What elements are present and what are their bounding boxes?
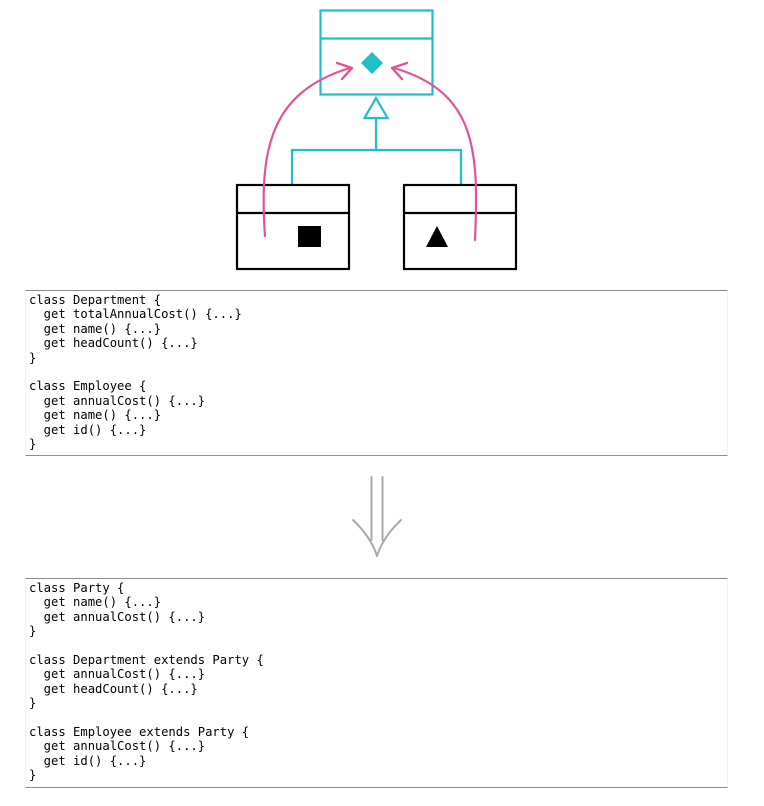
code-before: class Department { get totalAnnualCost()… [25, 290, 728, 456]
code-line [29, 711, 727, 725]
superclass-box [319, 9, 434, 96]
diamond-icon [361, 52, 383, 74]
code-line: } [29, 624, 37, 639]
code-line: } [29, 350, 37, 365]
code-line: class Employee extends Party { [29, 724, 250, 739]
generalization-connector [290, 95, 463, 186]
code-line: get id() {...} [29, 753, 147, 768]
subclass-box-left [235, 183, 351, 271]
code-line: get annualCost() {...} [29, 609, 206, 624]
uml-class-diagram [235, 9, 518, 271]
subclass-box-right [402, 183, 518, 271]
code-line [29, 639, 727, 653]
code-line: get annualCost() {...} [29, 739, 206, 754]
code-line: class Department extends Party { [29, 652, 264, 667]
pull-up-arrow-left [262, 61, 354, 238]
code-line [29, 365, 727, 379]
code-line: get name() {...} [29, 321, 162, 336]
code-line: get name() {...} [29, 595, 162, 610]
code-after: class Party { get name() {...} get annua… [25, 578, 728, 788]
hollow-triangle-arrowhead [362, 95, 390, 120]
code-line: class Party { [29, 581, 125, 595]
code-line: get name() {...} [29, 408, 162, 423]
code-line: get headCount() {...} [29, 336, 198, 351]
code-line: get id() {...} [29, 422, 147, 437]
code-line: class Department { [29, 293, 162, 307]
triangle-icon [426, 226, 448, 247]
code-line: get totalAnnualCost() {...} [29, 307, 242, 322]
code-line: } [29, 768, 37, 783]
square-icon [298, 226, 321, 247]
code-line: class Employee { [29, 379, 147, 394]
code-line: get annualCost() {...} [29, 393, 206, 408]
pull-up-arrow-right [390, 61, 478, 242]
code-line: get headCount() {...} [29, 681, 198, 696]
code-line: } [29, 696, 37, 711]
code-line: } [29, 436, 37, 451]
code-line: get annualCost() {...} [29, 667, 206, 682]
